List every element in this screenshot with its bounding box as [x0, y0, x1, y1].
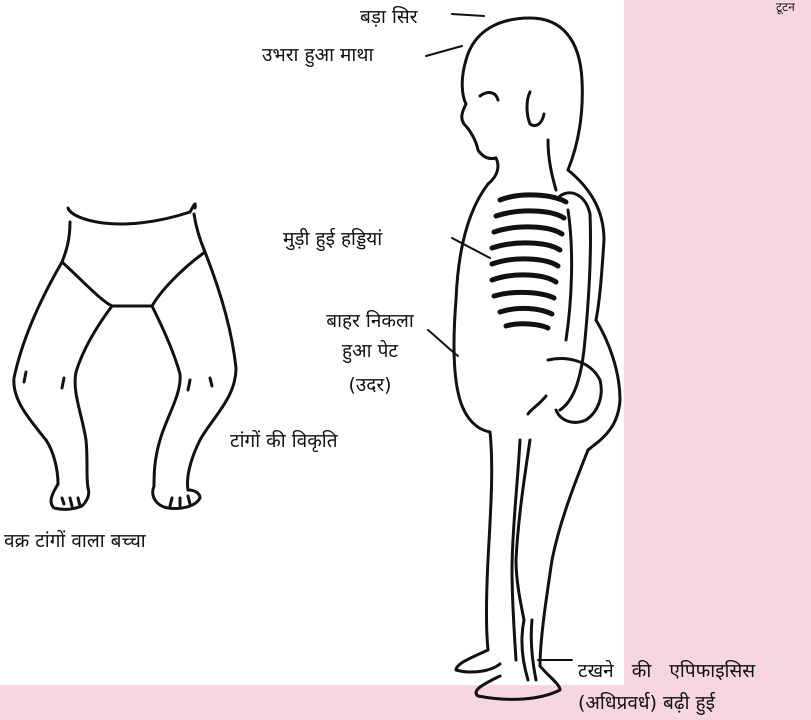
- label-protruding-belly-2: हुआ पेट: [306, 340, 434, 362]
- label-bowlegged-child: वक्र टांगों वाला बच्चा: [4, 530, 146, 552]
- child-full-body-illustration: [454, 18, 620, 699]
- leader-bent-bones: [452, 238, 490, 258]
- bowed-legs-illustration: [14, 204, 236, 509]
- leader-big-head: [452, 14, 484, 16]
- leader-bulging-forehead: [426, 46, 462, 56]
- corner-text: टूटन: [776, 0, 795, 14]
- label-leg-deformity: टांगों की विकृति: [230, 430, 338, 452]
- label-bulging-forehead: उभरा हुआ माथा: [262, 44, 373, 66]
- label-protruding-belly-3: (उदर): [306, 374, 434, 396]
- label-bent-bones: मुड़ी हुई हड्डियां: [283, 228, 382, 250]
- label-ankle-epiphysis-2: (अधिप्रवर्ध) बढ़ी हुई: [578, 692, 715, 714]
- label-ankle-epiphysis-1: टखने की एपिफाइसिस: [578, 660, 755, 682]
- label-protruding-belly-1: बाहर निकला: [306, 310, 434, 332]
- label-big-head: बड़ा सिर: [360, 6, 418, 28]
